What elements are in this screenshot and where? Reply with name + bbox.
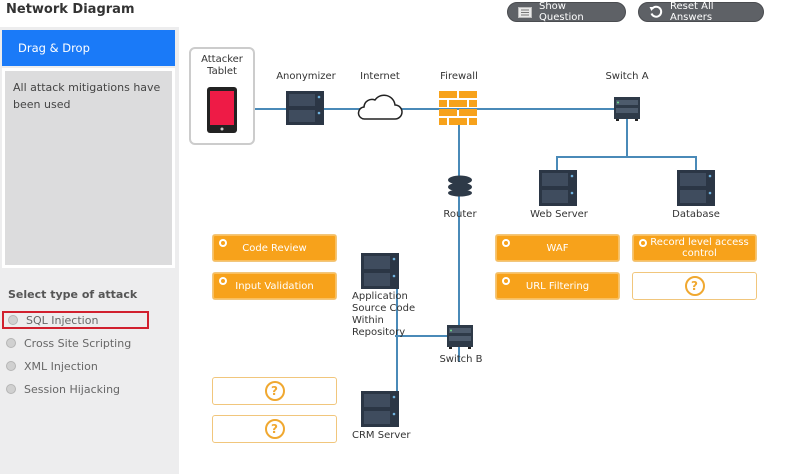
- question-mark-icon: ?: [684, 276, 705, 296]
- reset-all-answers-button[interactable]: Reset All Answers: [638, 1, 764, 23]
- attack-option-label: SQL Injection: [26, 313, 99, 327]
- wire: [626, 119, 628, 157]
- attack-option-xml-injection[interactable]: XML Injection: [6, 357, 149, 375]
- switch-icon: [447, 325, 473, 349]
- drag-drop-message: All attack mitigations have been used: [5, 71, 172, 265]
- list-icon: [518, 6, 532, 18]
- attack-option-cross-site-scripting[interactable]: Cross Site Scripting: [6, 334, 149, 352]
- remove-icon[interactable]: [502, 239, 510, 247]
- remove-icon[interactable]: [219, 277, 227, 285]
- switch-b-label: Switch B: [439, 354, 483, 365]
- database-icon: [677, 170, 715, 206]
- crm-server-label: CRM Server: [352, 430, 411, 441]
- mitigation-code-review[interactable]: Code Review: [212, 234, 337, 262]
- reset-icon: [649, 5, 663, 18]
- mitigation-label: URL Filtering: [525, 280, 590, 292]
- remove-icon[interactable]: [502, 277, 510, 285]
- attack-option-label: XML Injection: [24, 359, 98, 373]
- firewall-icon: [439, 91, 477, 125]
- radio-icon[interactable]: [8, 315, 18, 325]
- wire: [395, 335, 449, 337]
- tablet-icon: [207, 87, 237, 133]
- switch-a-label: Switch A: [605, 71, 649, 82]
- radio-icon[interactable]: [6, 361, 16, 371]
- left-panel: Drag & Drop All attack mitigations have …: [0, 27, 179, 474]
- mitigation-label: Code Review: [242, 242, 307, 254]
- app-source-label: Application Source Code Within Repositor…: [352, 291, 416, 338]
- drag-drop-area[interactable]: All attack mitigations have been used: [2, 68, 175, 268]
- remove-icon[interactable]: [219, 239, 227, 247]
- wire: [458, 122, 460, 362]
- anonymizer-label: Anonymizer: [276, 71, 336, 82]
- radio-icon[interactable]: [6, 338, 16, 348]
- wire: [695, 156, 697, 170]
- attack-option-sql-injection[interactable]: SQL Injection: [2, 311, 149, 329]
- question-mark-icon: ?: [264, 419, 285, 439]
- mitigation-record-level-access-control[interactable]: Record level access control: [632, 234, 757, 262]
- attacker-tablet-node: Attacker Tablet: [189, 47, 255, 145]
- router-label: Router: [443, 209, 477, 220]
- remove-icon[interactable]: [639, 239, 647, 247]
- drop-slot-crm-1[interactable]: ?: [212, 377, 337, 405]
- wire: [556, 156, 696, 158]
- mitigation-label: WAF: [546, 242, 569, 254]
- network-diagram: Attacker Tablet Anonymizer Internet Fire…: [179, 27, 799, 474]
- router-icon: [448, 175, 472, 197]
- web-server-label: Web Server: [530, 209, 588, 220]
- radio-icon[interactable]: [6, 384, 16, 394]
- server-icon: [361, 253, 399, 289]
- attack-option-label: Session Hijacking: [24, 382, 121, 396]
- server-icon: [361, 391, 399, 427]
- mitigation-label: Record level access control: [650, 237, 749, 259]
- attack-option-session-hijacking[interactable]: Session Hijacking: [6, 380, 149, 398]
- drag-drop-header: Drag & Drop: [2, 30, 175, 66]
- drop-slot-database[interactable]: ?: [632, 272, 757, 300]
- show-question-button[interactable]: Show Question: [507, 1, 626, 23]
- firewall-label: Firewall: [440, 71, 478, 82]
- question-mark-icon: ?: [264, 381, 285, 401]
- show-question-label: Show Question: [539, 1, 584, 23]
- attacker-tablet-label: Attacker Tablet: [201, 54, 243, 77]
- cloud-icon: [357, 94, 403, 120]
- mitigation-label: Input Validation: [235, 280, 314, 292]
- mitigation-input-validation[interactable]: Input Validation: [212, 272, 337, 300]
- drop-slot-crm-2[interactable]: ?: [212, 415, 337, 443]
- server-icon: [286, 91, 324, 125]
- wire: [253, 108, 621, 110]
- database-label: Database: [672, 209, 720, 220]
- mitigation-url-filtering[interactable]: URL Filtering: [495, 272, 620, 300]
- wire: [556, 156, 558, 170]
- page-title: Network Diagram: [6, 2, 135, 17]
- attack-section-title: Select type of attack: [8, 288, 138, 301]
- mitigation-waf[interactable]: WAF: [495, 234, 620, 262]
- attack-option-label: Cross Site Scripting: [24, 336, 132, 350]
- reset-label: Reset All Answers: [670, 1, 714, 23]
- switch-icon: [614, 97, 640, 121]
- wire: [396, 270, 398, 410]
- server-icon: [539, 170, 577, 206]
- internet-label: Internet: [360, 71, 400, 82]
